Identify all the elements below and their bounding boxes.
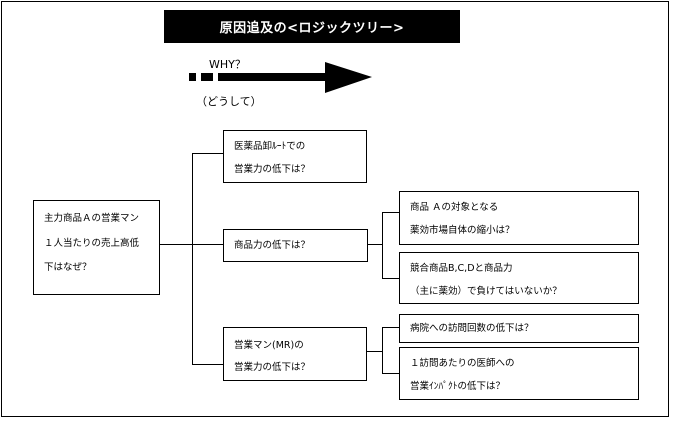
product-strength-line-1: 商品力の低下は？ xyxy=(234,240,311,251)
wholesale-route-line-2: 営業力の低下は？ xyxy=(234,164,311,175)
why-sublabel: （どうして） xyxy=(196,95,262,108)
connector-level1-bottom xyxy=(192,364,223,365)
visit-impact-box: １訪問あたりの医師への 営業ｲﾝﾊﾟｸﾄの低下は？ xyxy=(399,347,639,400)
root-line-2: １人当たりの売上高低 xyxy=(44,238,140,249)
market-shrink-box: 商品 Ａの対象となる 薬効市場自体の縮小は？ xyxy=(399,191,639,245)
connector-product-top xyxy=(382,212,399,213)
connector-sales-out xyxy=(366,351,382,352)
market-shrink-line-2: 薬効市場自体の縮小は？ xyxy=(410,225,515,236)
root-line-1: 主力商品Ａの営業マン xyxy=(44,213,140,224)
connector-product-trunk xyxy=(382,212,383,279)
connector-root-out xyxy=(159,244,192,245)
root-question-box: 主力商品Ａの営業マン １人当たりの売上高低 下はなぜ？ xyxy=(33,200,160,295)
why-label: WHY？ xyxy=(209,58,246,71)
why-arrow-dash-1 xyxy=(189,73,196,81)
connector-product-out xyxy=(367,244,382,245)
why-arrow-head xyxy=(325,62,372,93)
connector-sales-bottom xyxy=(382,373,399,374)
competitor-products-line-1: 競合商品B,C,Dと商品力 xyxy=(410,263,513,274)
wholesale-route-line-1: 医薬品卸ﾙｰﾄでの xyxy=(234,141,306,152)
diagram-title: 原因追及の<ロジックツリー> xyxy=(164,10,460,43)
connector-sales-top xyxy=(382,327,399,328)
why-arrow-shaft xyxy=(218,73,328,81)
visit-frequency-line-1: 病院への訪問回数の低下は？ xyxy=(410,323,534,334)
connector-level1-mid xyxy=(192,244,223,245)
competitor-products-line-2: （主に薬効）で負けてはいないか？ xyxy=(410,286,562,297)
root-line-3: 下はなぜ？ xyxy=(44,262,92,273)
visit-impact-line-2: 営業ｲﾝﾊﾟｸﾄの低下は？ xyxy=(410,381,506,392)
product-strength-box: 商品力の低下は？ xyxy=(223,229,368,262)
connector-product-bottom xyxy=(382,278,399,279)
connector-sales-trunk xyxy=(382,327,383,374)
wholesale-route-box: 医薬品卸ﾙｰﾄでの 営業力の低下は？ xyxy=(223,130,367,183)
sales-rep-line-1: 営業マン(MR)の xyxy=(234,340,304,351)
competitor-products-box: 競合商品B,C,Dと商品力 （主に薬効）で負けてはいないか？ xyxy=(399,252,639,304)
market-shrink-line-1: 商品 Ａの対象となる xyxy=(410,202,499,213)
visit-impact-line-1: １訪問あたりの医師への xyxy=(410,358,515,369)
why-arrow-dash-2 xyxy=(201,73,213,81)
sales-rep-box: 営業マン(MR)の 営業力の低下は？ xyxy=(223,327,367,381)
connector-level1-trunk xyxy=(192,153,193,364)
visit-frequency-box: 病院への訪問回数の低下は？ xyxy=(399,314,639,343)
connector-level1-top xyxy=(192,153,223,154)
sales-rep-line-2: 営業力の低下は？ xyxy=(234,362,311,373)
